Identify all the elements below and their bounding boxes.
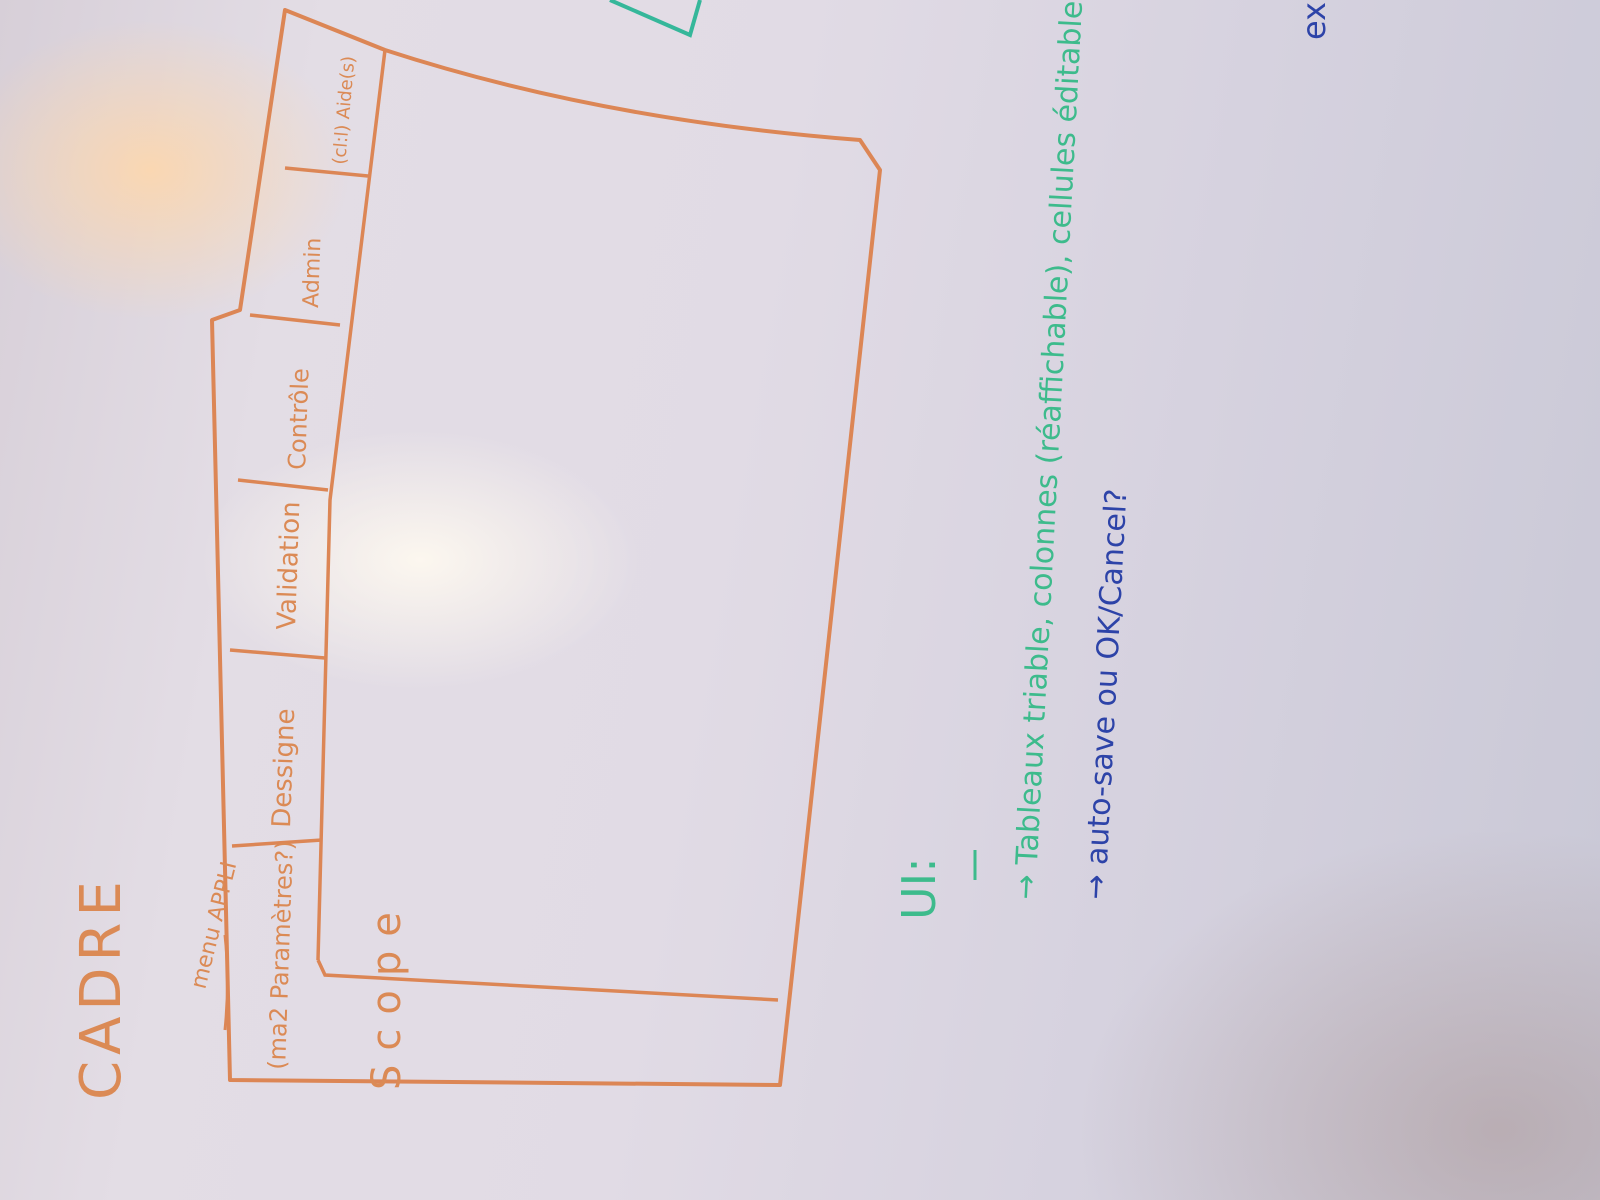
notes-corner-fragment: ex	[1295, 2, 1333, 40]
tab-label-parametres: (ma2 Paramètres?)	[263, 840, 299, 1070]
menu-annotation: menu APPLI	[187, 859, 243, 991]
tab-label-controle: Contrôle	[283, 368, 315, 470]
tab-strip-line	[316, 49, 387, 961]
tab-label-aide: (cl:l) Aide(s)	[329, 55, 359, 165]
notes-line-2: → auto-save ou OK/Cancel?	[1078, 488, 1134, 900]
sidebar-label-scope: Scope	[364, 898, 410, 1090]
notes-line-1: → Tableaux triable, colonnes (réaffichab…	[1008, 0, 1090, 900]
tab-label-validation: Validation	[272, 501, 306, 630]
tab-separators	[229, 166, 369, 848]
teal-box-fragment	[609, 0, 702, 38]
tab-label-admin: Admin	[299, 237, 326, 308]
tab-label-dessigne: Dessigne	[267, 708, 301, 828]
sketch-title: CADRE	[69, 875, 134, 1100]
annotation-arrow	[223, 934, 229, 1031]
sidebar-divider	[316, 959, 779, 1002]
app-frame-outline	[210, 8, 882, 1087]
tab-labels: (ma2 Paramètres?) Dessigne Validation Co…	[263, 55, 359, 1070]
notes-heading: UI:	[892, 857, 946, 920]
